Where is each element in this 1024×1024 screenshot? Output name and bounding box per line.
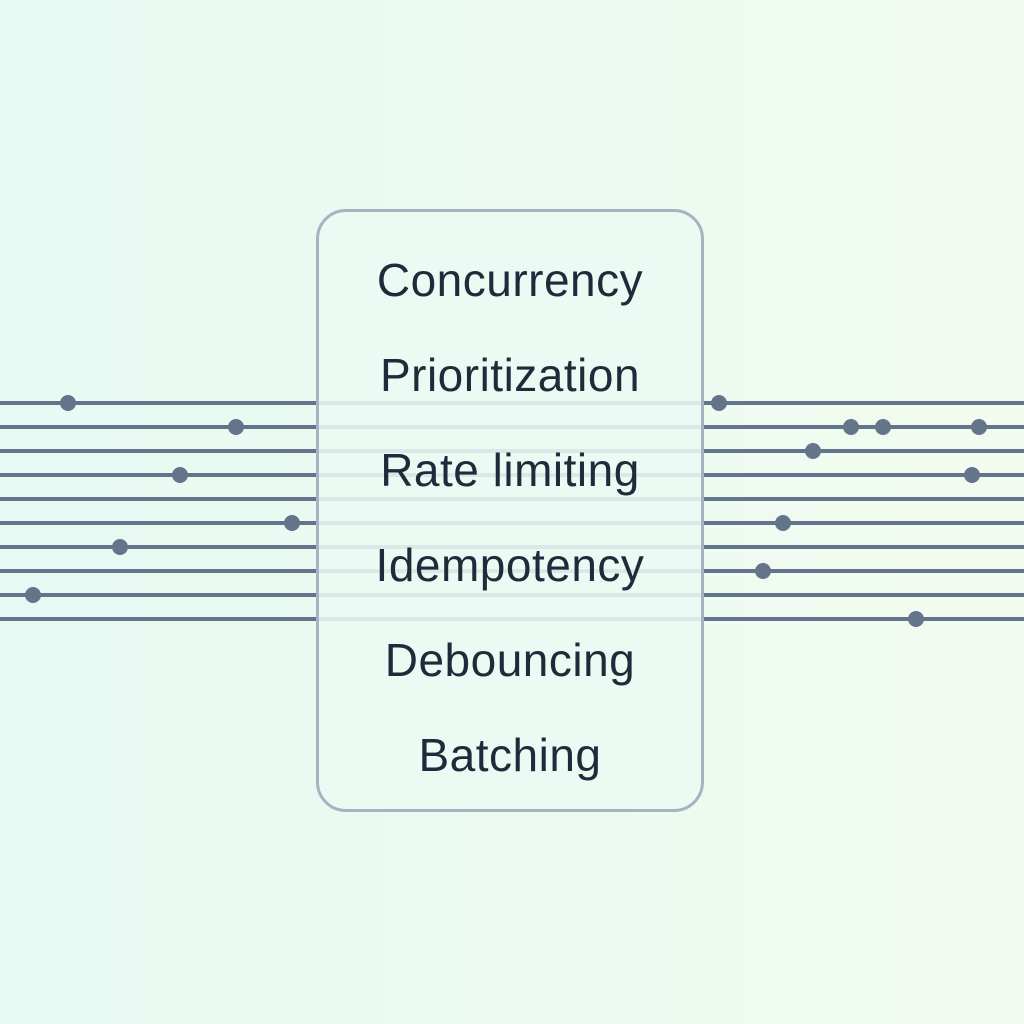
flow-dot bbox=[112, 539, 128, 555]
flow-dot bbox=[228, 419, 244, 435]
flow-dot bbox=[172, 467, 188, 483]
concept-label-prioritization: Prioritization bbox=[379, 348, 641, 401]
flow-dot bbox=[908, 611, 924, 627]
concept-label-concurrency: Concurrency bbox=[376, 253, 644, 306]
flow-dot bbox=[60, 395, 76, 411]
flow-dot bbox=[971, 419, 987, 435]
flow-dot bbox=[755, 563, 771, 579]
flow-dot bbox=[711, 395, 727, 411]
concept-label-rate-limiting: Rate limiting bbox=[380, 443, 640, 496]
concept-label-idempotency: Idempotency bbox=[375, 538, 645, 591]
flow-dot bbox=[284, 515, 300, 531]
flow-dot bbox=[25, 587, 41, 603]
flow-dot bbox=[964, 467, 980, 483]
flow-dot bbox=[775, 515, 791, 531]
flow-dot bbox=[805, 443, 821, 459]
concept-label-debouncing: Debouncing bbox=[384, 633, 636, 686]
flow-dot bbox=[875, 419, 891, 435]
flow-dot bbox=[843, 419, 859, 435]
concepts-card: Concurrency Prioritization Rate limiting… bbox=[316, 209, 704, 812]
concept-label-batching: Batching bbox=[418, 728, 602, 781]
